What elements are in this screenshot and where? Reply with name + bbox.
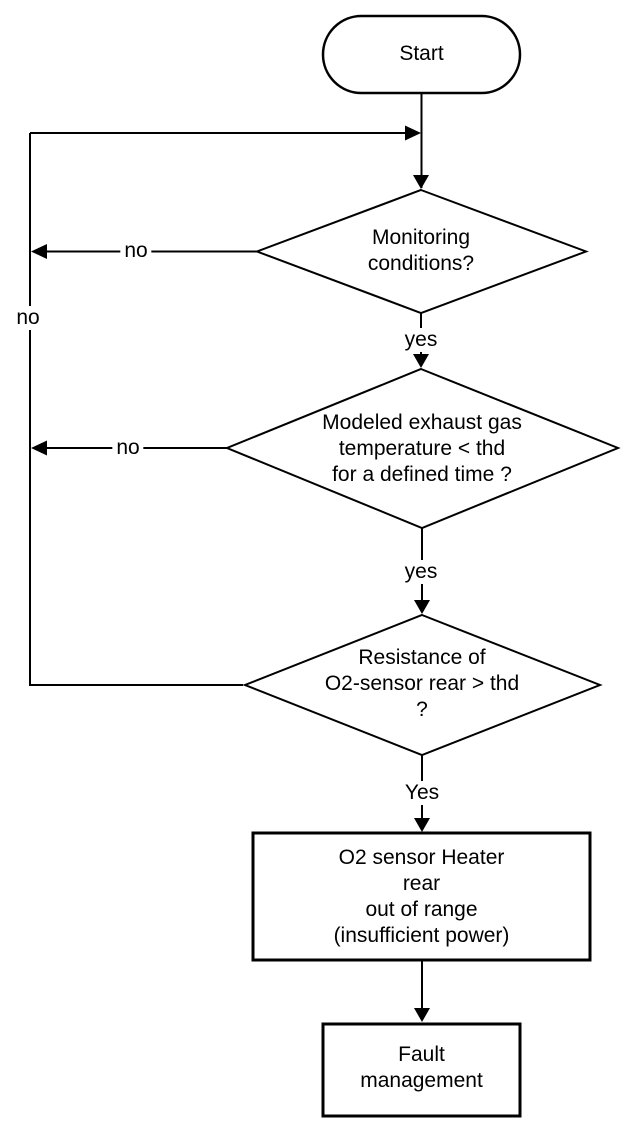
- fault-label: O2 sensor Heater rear out of range (insu…: [333, 846, 510, 947]
- arrowhead-into-decision3: [414, 600, 430, 614]
- edge-label-no-decision1: no: [120, 239, 152, 263]
- edge-label-no-return: no: [12, 306, 44, 330]
- edge-label-yes-decision2: yes: [400, 560, 442, 584]
- decision1-diamond-shape: [254, 188, 589, 315]
- decision3-diamond-shape: [242, 613, 603, 757]
- start-terminator-shape: [321, 14, 522, 95]
- arrowhead-into-management: [414, 1008, 430, 1022]
- edge-label-yes-decision1: yes: [400, 328, 442, 352]
- arrowhead-into-fault: [414, 818, 430, 832]
- arrowhead-into-decision1: [413, 175, 429, 189]
- management-label: Fault management: [360, 1043, 483, 1092]
- decision3-label: Resistance of O2-sensor rear > thd ?: [324, 646, 520, 721]
- arrowhead-into-decision2: [413, 354, 429, 368]
- edge-label-no-decision2: no: [112, 436, 144, 460]
- fault-process-shape: [251, 831, 592, 962]
- arrowhead-into-junction: [405, 125, 421, 141]
- decision2-label: Modeled exhaust gas temperature < thd fo…: [322, 411, 522, 486]
- edge-label-yes-decision3: Yes: [400, 781, 444, 805]
- arrowhead-no-decision1: [31, 244, 47, 259]
- arrowhead-no-decision2: [31, 440, 47, 456]
- decision2-diamond-shape: [224, 367, 621, 530]
- start-label: Start: [399, 42, 444, 65]
- edge-return-left: [29, 133, 243, 686]
- management-process-shape: [321, 1022, 522, 1118]
- decision1-label: Monitoring conditions?: [367, 226, 482, 275]
